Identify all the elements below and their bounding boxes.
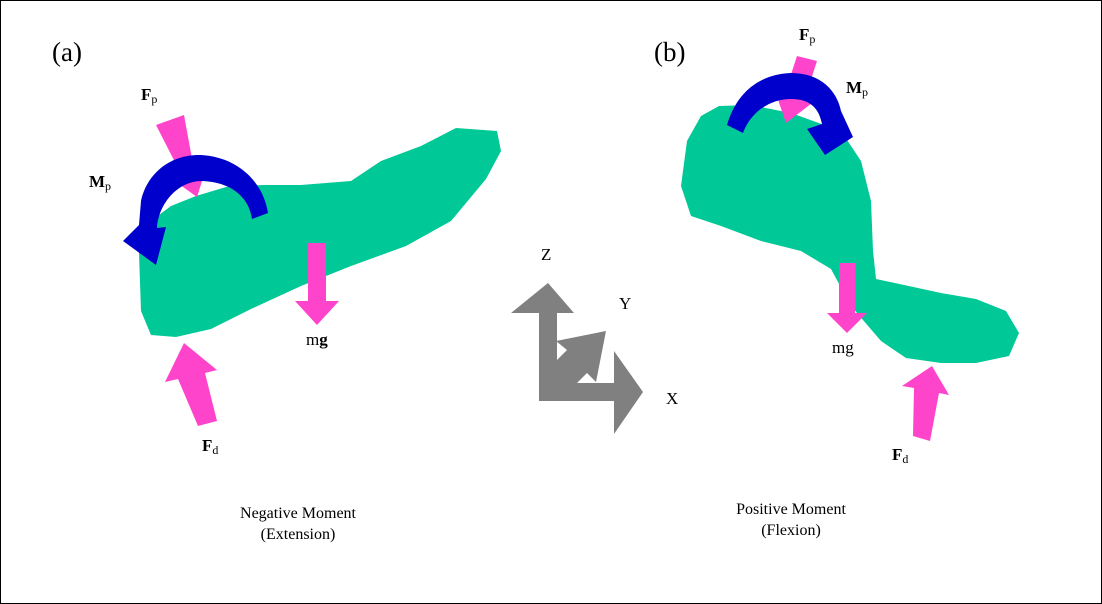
weight-arrow-a: [295, 243, 339, 325]
mp-b-symbol: M: [846, 78, 863, 97]
weight-a-m: m: [306, 330, 320, 349]
fd-a-symbol: F: [202, 436, 213, 455]
label-fp-b: Fp: [799, 26, 815, 45]
label-weight-a: mg: [306, 331, 328, 348]
force-arrow-fd-a: [165, 343, 217, 426]
body-shape-a: [139, 128, 501, 337]
fd-b-symbol: F: [892, 445, 903, 464]
mp-a-subscript: p: [105, 179, 112, 193]
label-fd-b: Fd: [892, 446, 908, 465]
moment-arrow-a: [123, 154, 268, 265]
caption-b-line1: Positive Moment: [736, 501, 846, 518]
caption-a: Negative Moment (Extension): [213, 503, 383, 545]
fd-a-subscript: d: [212, 443, 219, 457]
body-shape-b: [681, 105, 1019, 363]
panel-a-label: (a): [52, 37, 82, 67]
label-weight-b: mg: [832, 338, 854, 357]
axis-x-label: X: [666, 389, 679, 408]
caption-a-line1: Negative Moment: [240, 505, 356, 522]
fd-b-subscript: d: [902, 452, 909, 466]
label-mp-b: Mp: [846, 79, 868, 98]
fp-b-subscript: p: [809, 32, 816, 46]
panel-b-label: (b): [654, 37, 686, 67]
label-mp-a: Mp: [89, 173, 111, 192]
caption-b: Positive Moment (Flexion): [706, 499, 876, 541]
axis-y-arrow: [541, 331, 606, 399]
force-arrow-fd-b: [902, 366, 949, 441]
fp-b-symbol: F: [799, 25, 810, 44]
axis-z-label: Z: [541, 245, 552, 264]
weight-arrow-b: [827, 263, 867, 333]
axis-z-arrow: [511, 283, 574, 401]
axis-x-arrow: [539, 351, 643, 434]
axis-y-label: Y: [619, 294, 632, 313]
label-fd-a: Fd: [202, 437, 218, 456]
mp-a-symbol: M: [89, 172, 106, 191]
caption-b-line2: (Flexion): [761, 522, 821, 539]
fp-a-subscript: p: [151, 92, 158, 106]
mp-b-subscript: p: [862, 85, 869, 99]
moment-arrow-b: [727, 73, 853, 155]
fp-a-symbol: F: [141, 85, 152, 104]
label-fp-a: Fp: [141, 86, 157, 105]
caption-a-line2: (Extension): [260, 526, 336, 543]
weight-a-g: g: [319, 330, 328, 349]
